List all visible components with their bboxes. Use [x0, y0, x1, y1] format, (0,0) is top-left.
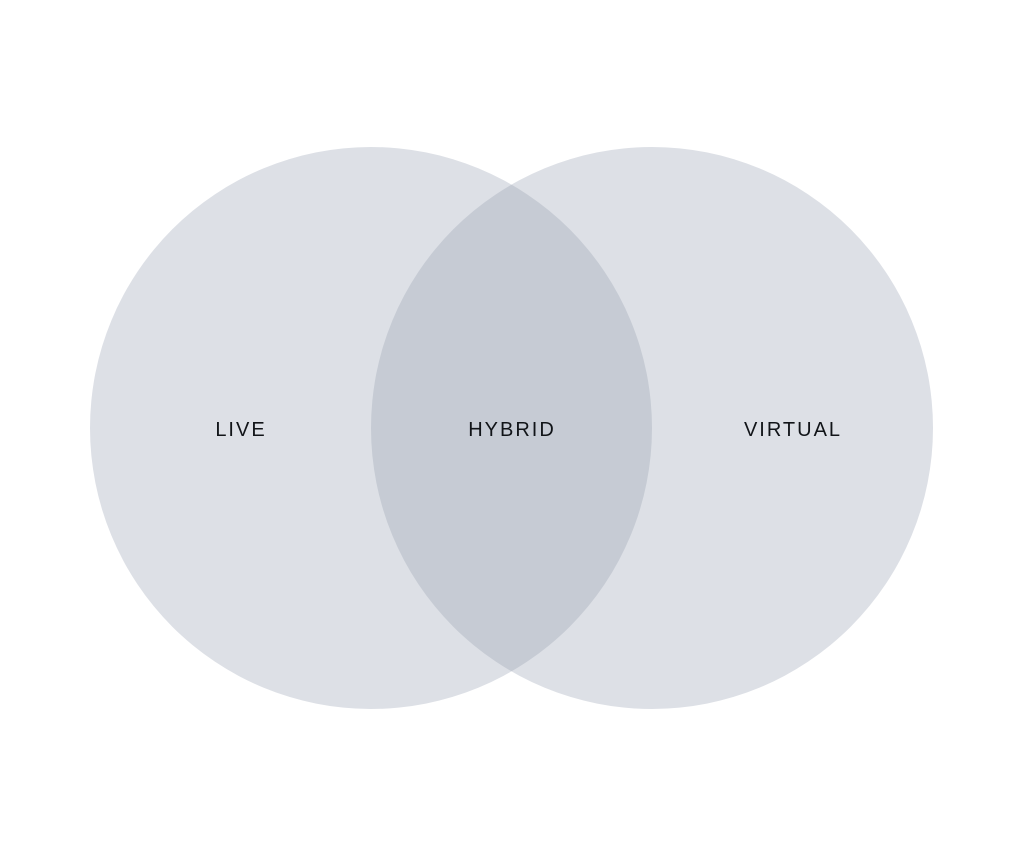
virtual-label: VIRTUAL [744, 419, 842, 441]
hybrid-label: HYBRID [468, 419, 556, 441]
live-label: LIVE [215, 419, 266, 441]
hybrid-overlap-region [371, 147, 652, 709]
